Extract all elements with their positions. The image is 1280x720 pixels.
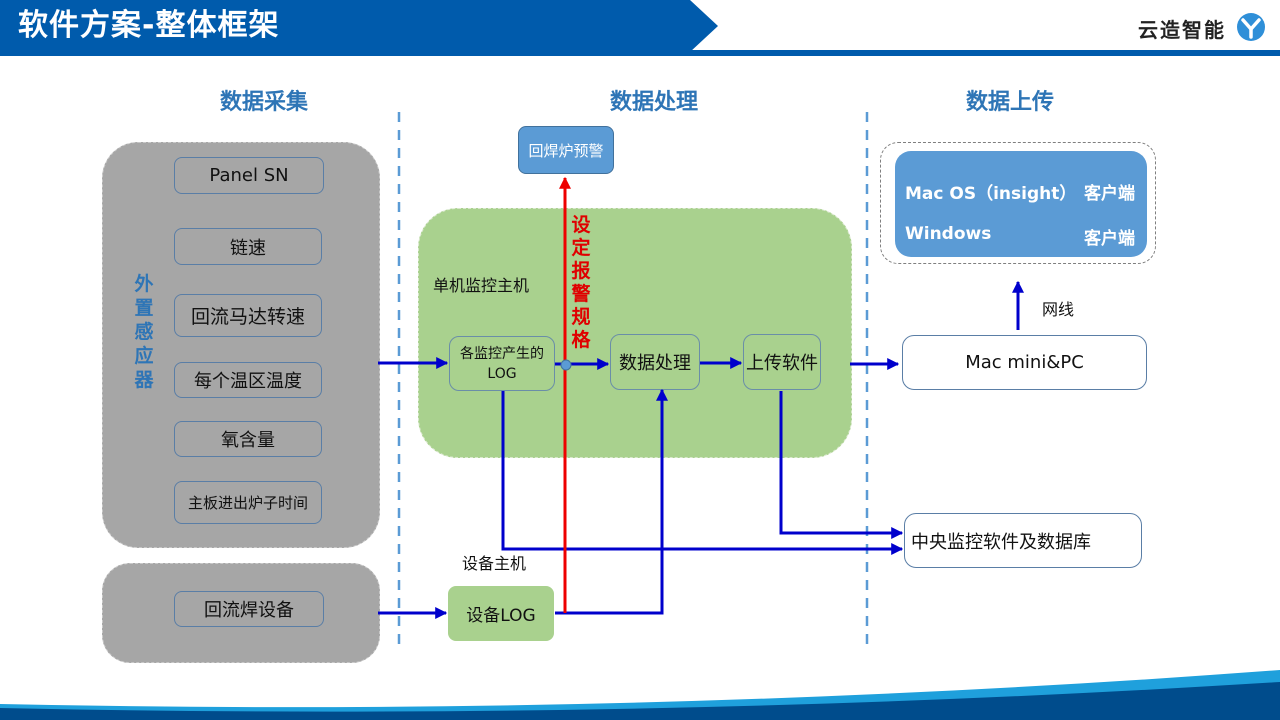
monitor-log-line1: 各监控产生的 xyxy=(460,345,544,362)
header-bar xyxy=(0,0,1280,56)
section-heading-processing: 数据处理 xyxy=(610,90,699,115)
monitor-host-label: 单机监控主机 xyxy=(433,276,530,295)
network-cable-label: 网线 xyxy=(1042,300,1075,319)
arrow-log-to-central xyxy=(501,391,904,555)
client-macos-label: Mac OS（insight） xyxy=(905,184,1077,204)
junction-dot xyxy=(560,359,572,371)
sensor-item[interactable]: 每个温区温度 xyxy=(174,362,322,398)
sensor-group-panel xyxy=(102,142,380,548)
section-heading-collection: 数据采集 xyxy=(220,90,309,115)
monitor-log-box[interactable]: 各监控产生的 LOG xyxy=(449,336,555,391)
clients-box[interactable]: Mac OS（insight） 客户端 Windows 客户端 xyxy=(895,151,1147,257)
section-heading-upload: 数据上传 xyxy=(966,90,1055,115)
external-sensor-label: 外置感应器 xyxy=(134,273,154,391)
sensor-item[interactable]: 回流马达转速 xyxy=(174,294,322,337)
footer-wave xyxy=(0,670,1280,720)
brand-logo-icon xyxy=(1237,13,1265,41)
client-windows-label: Windows xyxy=(905,224,992,244)
alarm-spec-label: 设定报警规格 xyxy=(571,214,591,351)
page-title: 软件方案-整体框架 xyxy=(18,8,280,43)
central-monitor-db-box[interactable]: 中央监控软件及数据库 xyxy=(904,513,1142,568)
clients-group-outline xyxy=(880,142,1156,264)
client-windows-suffix: 客户端 xyxy=(1084,229,1135,249)
monitor-log-line2: LOG xyxy=(487,365,517,382)
arrow-upload-to-central xyxy=(779,391,904,539)
sensor-item[interactable]: Panel SN xyxy=(174,157,324,194)
reflow-device-item[interactable]: 回流焊设备 xyxy=(174,591,324,627)
mac-mini-pc-box[interactable]: Mac mini&PC xyxy=(902,335,1147,390)
device-host-label: 设备主机 xyxy=(462,554,527,573)
sensor-item[interactable]: 主板进出炉子时间 xyxy=(174,481,322,524)
sensor-item[interactable]: 氧含量 xyxy=(174,421,322,457)
sensor-item[interactable]: 链速 xyxy=(174,228,322,265)
arrow-devicelog-to-processing xyxy=(555,388,668,615)
device-log-box[interactable]: 设备LOG xyxy=(448,586,554,641)
brand-name: 云造智能 xyxy=(1138,18,1226,42)
upload-software-box[interactable]: 上传软件 xyxy=(743,334,821,390)
data-processing-box[interactable]: 数据处理 xyxy=(610,334,700,390)
client-macos-suffix: 客户端 xyxy=(1084,184,1135,204)
reflow-alarm-box[interactable]: 回焊炉预警 xyxy=(518,126,614,174)
